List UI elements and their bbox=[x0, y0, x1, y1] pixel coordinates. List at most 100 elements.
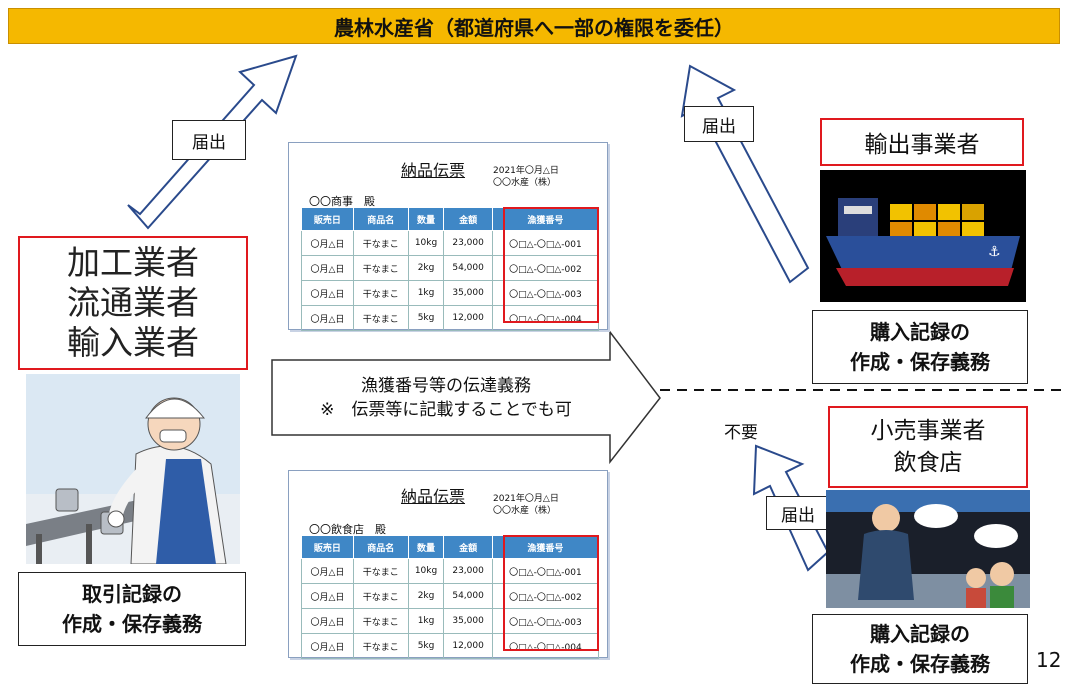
slip-recipient: 〇〇商事 殿 bbox=[309, 195, 375, 208]
catch-number-highlight bbox=[503, 535, 599, 651]
cell: 54,000 bbox=[443, 255, 493, 281]
actor-processor: 加工業者 bbox=[67, 243, 199, 282]
cell: 〇□△-〇□△-004 bbox=[491, 633, 600, 659]
col-header: 商品名 bbox=[352, 535, 409, 559]
slip-title: 納品伝票 bbox=[401, 487, 466, 506]
delivery-slip-1: 納品伝票 2021年〇月△日 〇〇水産（株） 〇〇商事 殿 販売日 商品名 数量… bbox=[288, 142, 608, 331]
delivery-slip-2: 納品伝票 2021年〇月△日 〇〇水産（株） 〇〇飲食店 殿 販売日 商品名 数… bbox=[288, 470, 608, 659]
exporter-duty-line-1: 購入記録の bbox=[870, 320, 970, 344]
cargo-ship-illustration: ⚓ bbox=[820, 170, 1026, 302]
col-header: 販売日 bbox=[301, 535, 354, 559]
cell: 〇月△日 bbox=[301, 583, 354, 609]
cell: 2kg bbox=[407, 583, 445, 609]
retailer-line-1: 小売事業者 bbox=[870, 418, 986, 444]
cell: 1kg bbox=[407, 608, 445, 634]
left-duty-line-1: 取引記録の bbox=[82, 582, 182, 606]
cell: 干なまこ bbox=[352, 608, 409, 634]
transmit-duty-text: 漁獲番号等の伝達義務 ※ 伝票等に記載することでも可 bbox=[276, 366, 616, 430]
transmit-duty-line-1: 漁獲番号等の伝達義務 bbox=[361, 376, 531, 396]
retailer-duty-line-2: 作成・保存義務 bbox=[850, 652, 990, 676]
slip-company: 〇〇水産（株） bbox=[493, 178, 557, 188]
catch-number-highlight bbox=[503, 207, 599, 323]
col-header: 販売日 bbox=[301, 207, 354, 231]
retailer-duty-box: 購入記録の 作成・保存義務 bbox=[812, 614, 1028, 684]
cell: 干なまこ bbox=[352, 305, 409, 331]
slip-date-company: 2021年〇月△日 〇〇水産（株） bbox=[493, 493, 559, 517]
cell: 〇月△日 bbox=[301, 558, 354, 584]
col-header: 数量 bbox=[407, 207, 445, 231]
ministry-banner: 農林水産省（都道府県へ一部の権限を委任） bbox=[8, 8, 1060, 44]
cell: 35,000 bbox=[443, 280, 493, 306]
col-header: 漁獲番号 bbox=[491, 207, 600, 231]
retailer-duty-line-1: 購入記録の bbox=[870, 622, 970, 646]
left-todoke-label: 届出 bbox=[172, 120, 246, 160]
cell: 〇月△日 bbox=[301, 633, 354, 659]
col-header: 商品名 bbox=[352, 207, 409, 231]
cell: 5kg bbox=[407, 305, 445, 331]
retailer-box: 小売事業者 飲食店 bbox=[828, 406, 1028, 488]
cell: 12,000 bbox=[443, 633, 493, 659]
slip-recipient: 〇〇飲食店 殿 bbox=[309, 523, 386, 536]
exporter-todoke-label: 届出 bbox=[684, 106, 754, 142]
cell: 〇□△-〇□△-003 bbox=[491, 608, 600, 634]
cell: 10kg bbox=[407, 558, 445, 584]
col-header: 金額 bbox=[443, 535, 493, 559]
cell: 12,000 bbox=[443, 305, 493, 331]
cell: 〇月△日 bbox=[301, 230, 354, 256]
cell: 1kg bbox=[407, 280, 445, 306]
cell: 〇月△日 bbox=[301, 305, 354, 331]
cell: 23,000 bbox=[443, 558, 493, 584]
slip-company: 〇〇水産（株） bbox=[493, 506, 557, 516]
slip-date: 2021年〇月△日 bbox=[493, 166, 559, 176]
cell: 〇□△-〇□△-002 bbox=[491, 255, 600, 281]
cell: 干なまこ bbox=[352, 633, 409, 659]
center-transmit-arrow bbox=[271, 329, 661, 465]
cell: 10kg bbox=[407, 230, 445, 256]
cell: 〇□△-〇□△-004 bbox=[491, 305, 600, 331]
cell: 干なまこ bbox=[352, 558, 409, 584]
cell: 干なまこ bbox=[352, 230, 409, 256]
not-required-label: 不要 bbox=[724, 423, 758, 443]
svg-text:⚓: ⚓ bbox=[988, 244, 1001, 260]
left-duty-box: 取引記録の 作成・保存義務 bbox=[18, 572, 246, 646]
retailer-line-2: 飲食店 bbox=[893, 450, 963, 476]
processors-distributors-importers-box: 加工業者 流通業者 輸入業者 bbox=[18, 236, 248, 370]
cell: 干なまこ bbox=[352, 280, 409, 306]
cell: 〇月△日 bbox=[301, 255, 354, 281]
exporter-box: 輸出事業者 bbox=[820, 118, 1024, 166]
cell: 〇月△日 bbox=[301, 280, 354, 306]
exporter-duty-line-2: 作成・保存義務 bbox=[850, 350, 990, 374]
col-header: 漁獲番号 bbox=[491, 535, 600, 559]
col-header: 数量 bbox=[407, 535, 445, 559]
actor-distributor: 流通業者 bbox=[67, 283, 199, 322]
col-header: 金額 bbox=[443, 207, 493, 231]
exporter-report-arrow bbox=[680, 64, 810, 284]
slip-date: 2021年〇月△日 bbox=[493, 494, 559, 504]
cell: 23,000 bbox=[443, 230, 493, 256]
fish-shop-illustration bbox=[826, 490, 1030, 608]
cell: 〇□△-〇□△-001 bbox=[491, 558, 600, 584]
exporter-duty-box: 購入記録の 作成・保存義務 bbox=[812, 310, 1028, 384]
table-header-row: 販売日 商品名 数量 金額 漁獲番号 bbox=[301, 207, 600, 231]
slip-title: 納品伝票 bbox=[401, 161, 466, 180]
actor-importer: 輸入業者 bbox=[67, 323, 199, 362]
cell: 〇□△-〇□△-001 bbox=[491, 230, 600, 256]
factory-worker-illustration bbox=[26, 374, 240, 564]
slip-date-company: 2021年〇月△日 〇〇水産（株） bbox=[493, 165, 559, 189]
transmit-duty-line-2: ※ 伝票等に記載することでも可 bbox=[320, 400, 572, 420]
table-header-row: 販売日 商品名 数量 金額 漁獲番号 bbox=[301, 535, 600, 559]
cell: 35,000 bbox=[443, 608, 493, 634]
cell: 〇月△日 bbox=[301, 608, 354, 634]
page-number: 12 bbox=[1036, 648, 1062, 672]
retailer-todoke-label: 届出 bbox=[766, 496, 830, 530]
cell: 干なまこ bbox=[352, 583, 409, 609]
cell: 2kg bbox=[407, 255, 445, 281]
